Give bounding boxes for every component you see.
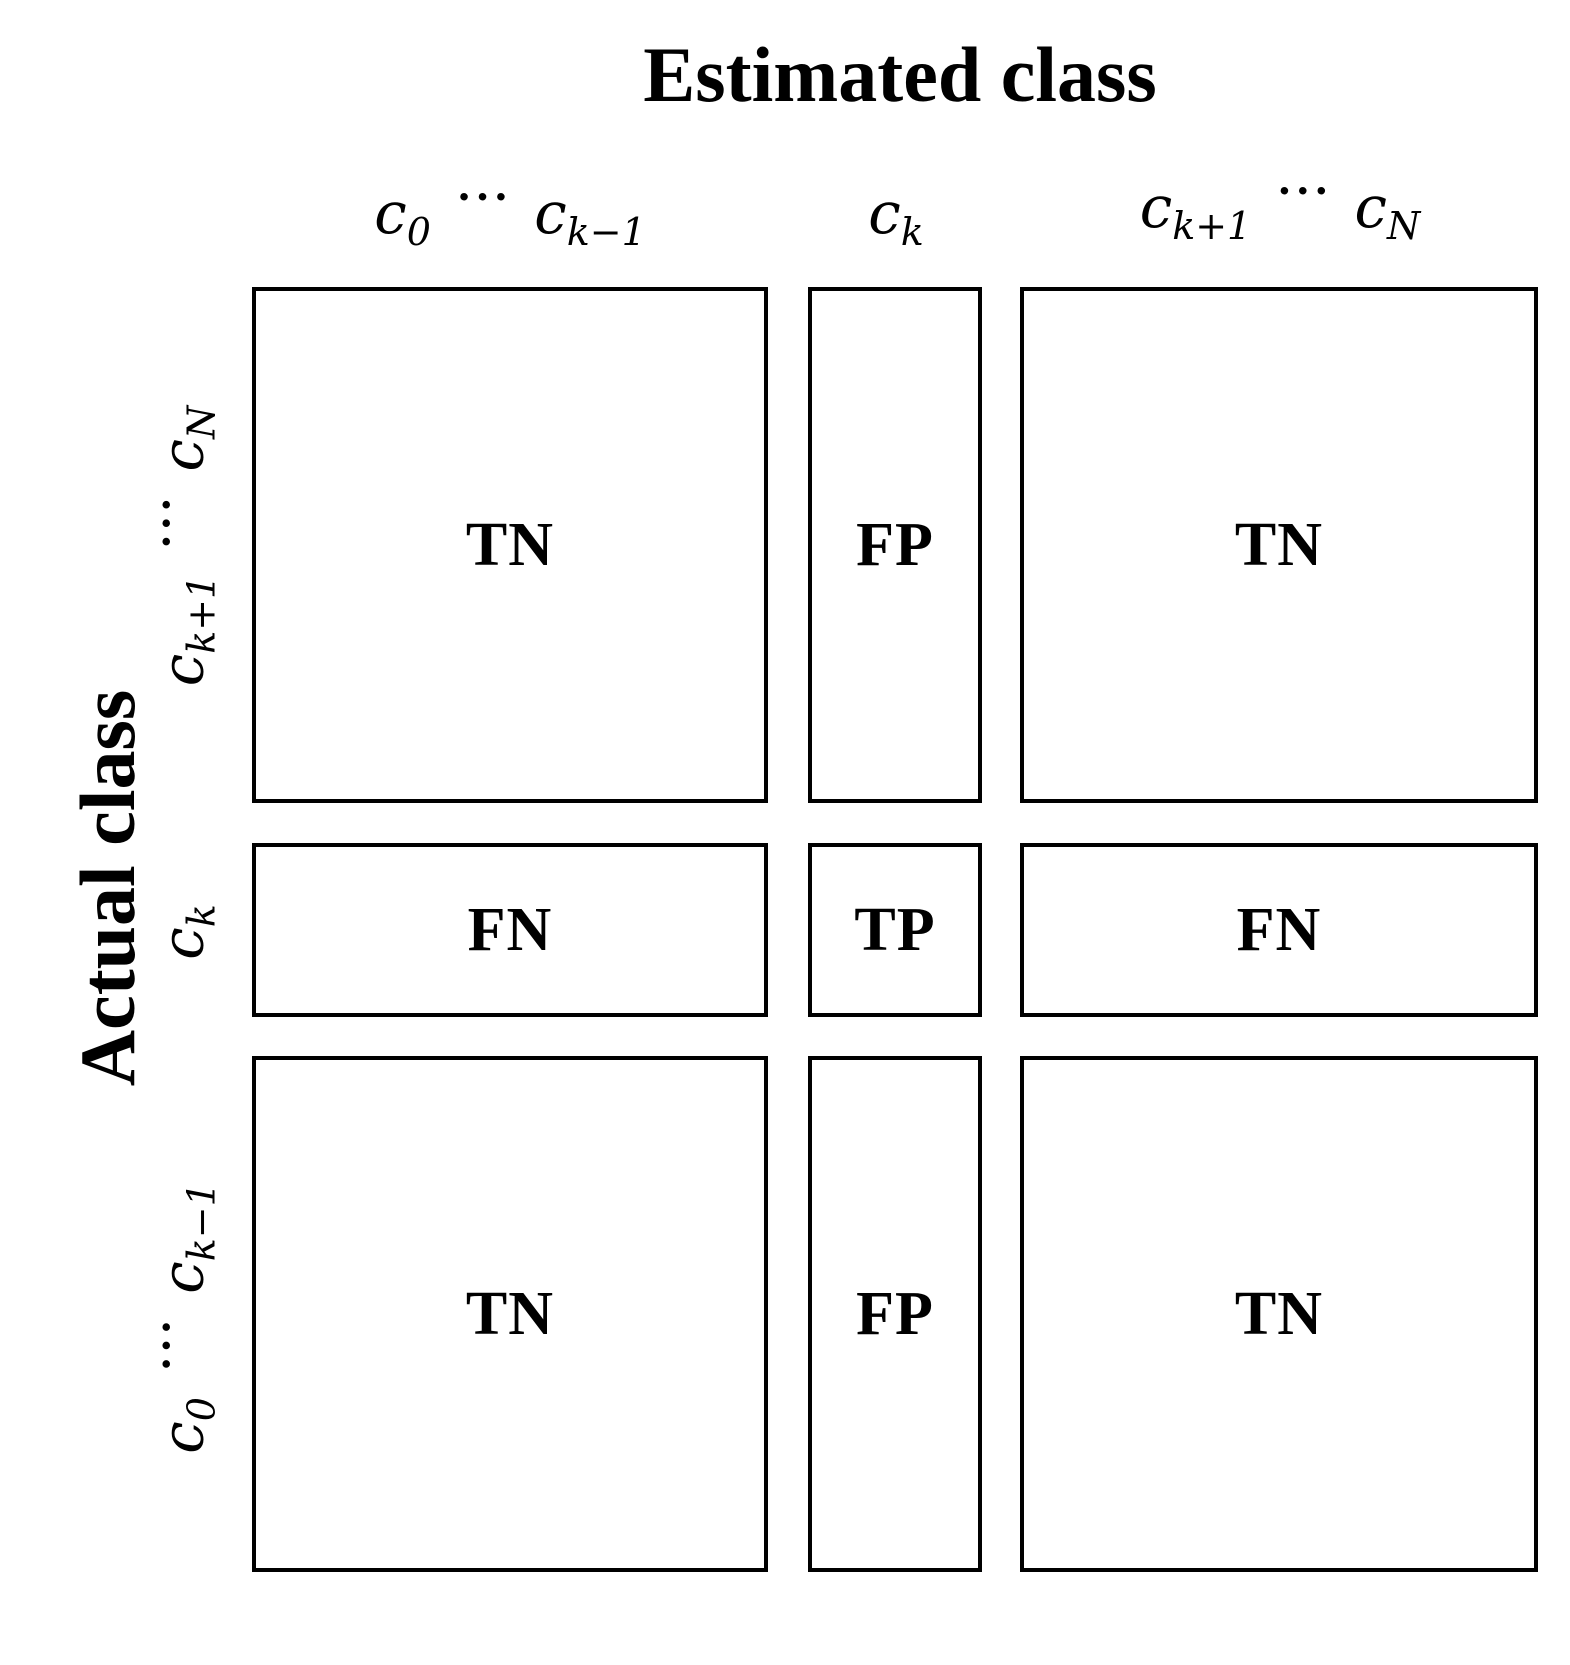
cell-tn-bottom-left: TN — [252, 1056, 768, 1572]
cell-fp-top-middle: FP — [808, 287, 982, 803]
row-label-k: ck — [148, 904, 224, 960]
column-label-low: c0···ck−1 — [374, 163, 646, 254]
column-label-high: ck+1···cN — [1139, 157, 1421, 248]
cell-tn-bottom-right: TN — [1020, 1056, 1538, 1572]
actual-class-title: Actual class — [64, 689, 151, 1087]
estimated-class-title: Estimated class — [643, 31, 1157, 118]
cell-tp-center: TP — [808, 843, 982, 1017]
cell-fn-middle-left: FN — [252, 843, 768, 1017]
cell-tn-top-right: TN — [1020, 287, 1538, 803]
cell-tn-top-left: TN — [252, 287, 768, 803]
row-label-low: c0···ck−1 — [132, 1182, 224, 1454]
cell-fn-middle-right: FN — [1020, 843, 1538, 1017]
column-label-k: ck — [868, 179, 924, 254]
row-label-high: ck+1···cN — [132, 405, 224, 687]
cell-fp-bottom-middle: FP — [808, 1056, 982, 1572]
